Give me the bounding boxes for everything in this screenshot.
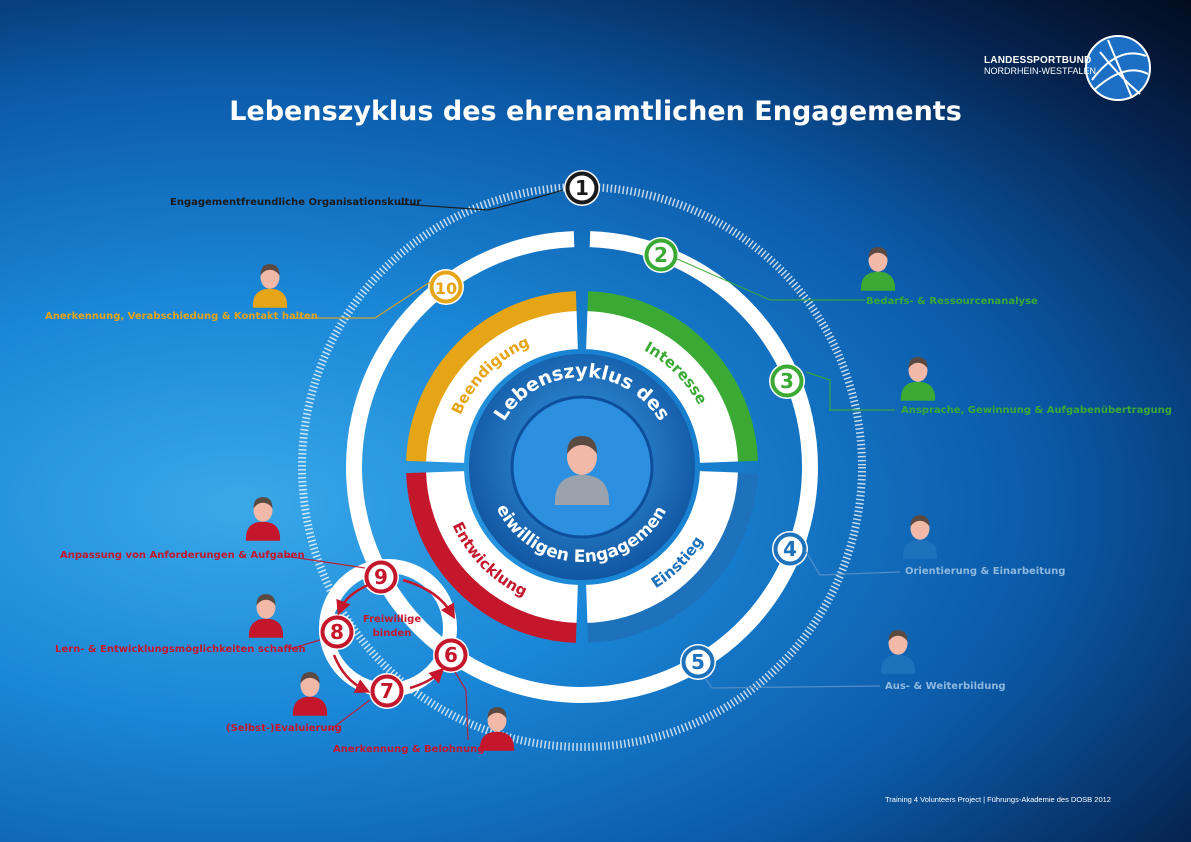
phase-arc-einstieg <box>587 472 758 643</box>
step-number-9: 9 <box>374 565 388 589</box>
loop-arrow-7-6 <box>409 667 445 690</box>
center-person-icon <box>555 436 609 505</box>
step-number-6: 6 <box>444 643 458 667</box>
step-number-10: 10 <box>435 279 457 298</box>
step-person-icon-7 <box>248 594 284 638</box>
leader-line-10 <box>295 281 431 319</box>
step-number-1: 1 <box>575 176 589 200</box>
phase-arc-interesse <box>587 291 758 462</box>
phase-band-beendigung <box>426 311 579 464</box>
step-label-9: Anpassung von Anforderungen & Aufgaben <box>60 550 305 561</box>
step-person-icon-6 <box>245 497 281 541</box>
phase-arc-entwicklung <box>406 472 577 643</box>
step-badge-4: 4 <box>772 531 808 567</box>
step-person-icon-1 <box>252 264 288 308</box>
leader-line-8 <box>289 639 321 650</box>
loop-arrow-9-6 <box>402 578 456 620</box>
phase-band-interesse <box>585 311 738 464</box>
step-label-7: (Selbst-)Evaluierung <box>226 723 342 734</box>
step-number-8: 8 <box>330 620 344 644</box>
leader-line-9 <box>284 555 366 569</box>
step-badge-1: 1 <box>564 170 600 206</box>
step-label-3: Ansprache, Gewinnung & Aufgabenübertragu… <box>901 405 1172 416</box>
step-person-icon-5 <box>880 630 916 674</box>
leader-line-7 <box>329 699 371 731</box>
step-badge-3: 3 <box>769 363 805 399</box>
loop-arrow-8-7 <box>332 654 371 693</box>
leader-line-4 <box>804 549 901 576</box>
step-number-4: 4 <box>783 537 797 561</box>
main-white-ring <box>346 231 818 703</box>
step-label-4: Orientierung & Einarbeitung <box>905 566 1066 577</box>
outer-tick-ring <box>298 183 866 751</box>
logo-line1: LANDESSPORTBUND <box>984 55 1092 66</box>
leader-line-2 <box>674 257 865 301</box>
step-person-icon-4 <box>902 515 938 559</box>
step-badge-5: 5 <box>680 644 716 680</box>
step-label-5: Aus- & Weiterbildung <box>885 681 1006 692</box>
step-person-icon-9 <box>479 707 515 751</box>
step-badge-8: 8 <box>319 614 355 650</box>
leader-line-3 <box>805 371 895 411</box>
step-label-6: Anerkennung & Belohnung <box>333 744 485 755</box>
loop-label-line1: Freiwillige <box>362 614 422 625</box>
loop-arrow-9-8 <box>336 583 369 616</box>
phase-arc-beendigung <box>406 291 577 462</box>
logo-line2: NORDRHEIN-WESTFALEN <box>984 66 1097 76</box>
phase-band-einstieg <box>585 470 738 623</box>
step-number-5: 5 <box>691 650 705 674</box>
step-label-1: Engagementfreundliche Organisationskultu… <box>170 197 422 208</box>
step-badge-7: 7 <box>369 673 405 709</box>
step-person-icon-3 <box>900 357 936 401</box>
step-badge-10: 10 <box>428 269 464 305</box>
step-person-icon-8 <box>292 672 328 716</box>
leader-line-6 <box>454 671 469 741</box>
loop-label: Freiwillige binden <box>362 613 422 641</box>
footer-credit: Training 4 Volunteers Project | Führungs… <box>885 795 1111 804</box>
step-badge-9: 9 <box>363 559 399 595</box>
loop-label-line2: binden <box>372 628 412 639</box>
step-badge-2: 2 <box>643 237 679 273</box>
step-number-3: 3 <box>780 369 794 393</box>
logo-globe-icon <box>1085 35 1151 101</box>
logo-text: LANDESSPORTBUND NORDRHEIN-WESTFALEN <box>984 55 1096 76</box>
phase-band-entwicklung <box>426 470 579 623</box>
step-person-icon-2 <box>860 247 896 291</box>
step-label-2: Bedarfs- & Ressourcenanalyse <box>866 296 1038 307</box>
step-label-8: Lern- & Entwicklungsmöglichkeiten schaff… <box>55 644 306 655</box>
step-number-7: 7 <box>380 679 394 703</box>
leader-line-1 <box>399 189 564 211</box>
step-badge-6: 6 <box>433 637 469 673</box>
leader-line-5 <box>704 677 881 689</box>
step-label-10: Anerkennung, Verabschiedung & Kontakt ha… <box>45 311 318 322</box>
step-number-2: 2 <box>654 243 668 267</box>
page-title: Lebenszyklus des ehrenamtlichen Engageme… <box>229 96 962 127</box>
